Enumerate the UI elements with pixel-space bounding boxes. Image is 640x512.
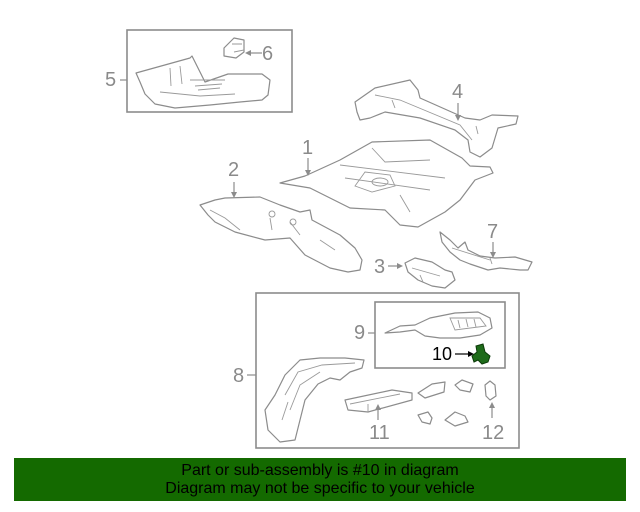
- banner-line-2: Diagram may not be specific to your vehi…: [165, 480, 475, 497]
- callout-3[interactable]: 3: [374, 256, 386, 278]
- callout-1[interactable]: 1: [302, 137, 314, 159]
- part-6[interactable]: [223, 37, 245, 59]
- part-7[interactable]: [439, 231, 533, 271]
- part-8[interactable]: [264, 357, 365, 443]
- callout-7[interactable]: 7: [487, 221, 499, 243]
- part-5[interactable]: [135, 55, 271, 109]
- small-part-b[interactable]: [454, 379, 474, 393]
- info-banner: Part or sub-assembly is #10 in diagram D…: [14, 458, 626, 501]
- small-part-d[interactable]: [444, 411, 469, 427]
- callout-8[interactable]: 8: [233, 365, 245, 387]
- callout-2[interactable]: 2: [228, 159, 240, 181]
- banner-line-1: Part or sub-assembly is #10 in diagram: [181, 462, 459, 479]
- part-2[interactable]: [199, 196, 363, 273]
- callout-10[interactable]: 10: [432, 344, 453, 364]
- part-10[interactable]: [471, 343, 491, 365]
- callout-12[interactable]: 12: [482, 422, 505, 444]
- callout-11[interactable]: 11: [369, 422, 390, 444]
- part-11[interactable]: [344, 389, 413, 413]
- callout-6[interactable]: 6: [262, 43, 274, 65]
- small-part-a[interactable]: [417, 381, 446, 399]
- part-1[interactable]: [279, 139, 494, 228]
- group-box-8: [255, 292, 520, 449]
- part-12[interactable]: [484, 380, 497, 401]
- callout-9[interactable]: 9: [354, 322, 366, 344]
- group-box-5: [126, 29, 293, 113]
- small-part-c[interactable]: [417, 411, 433, 425]
- callout-5[interactable]: 5: [105, 69, 117, 91]
- callout-4[interactable]: 4: [452, 81, 464, 103]
- part-4[interactable]: [354, 79, 519, 158]
- part-9[interactable]: [384, 311, 493, 339]
- group-box-9: [374, 301, 506, 369]
- part-3[interactable]: [404, 257, 456, 289]
